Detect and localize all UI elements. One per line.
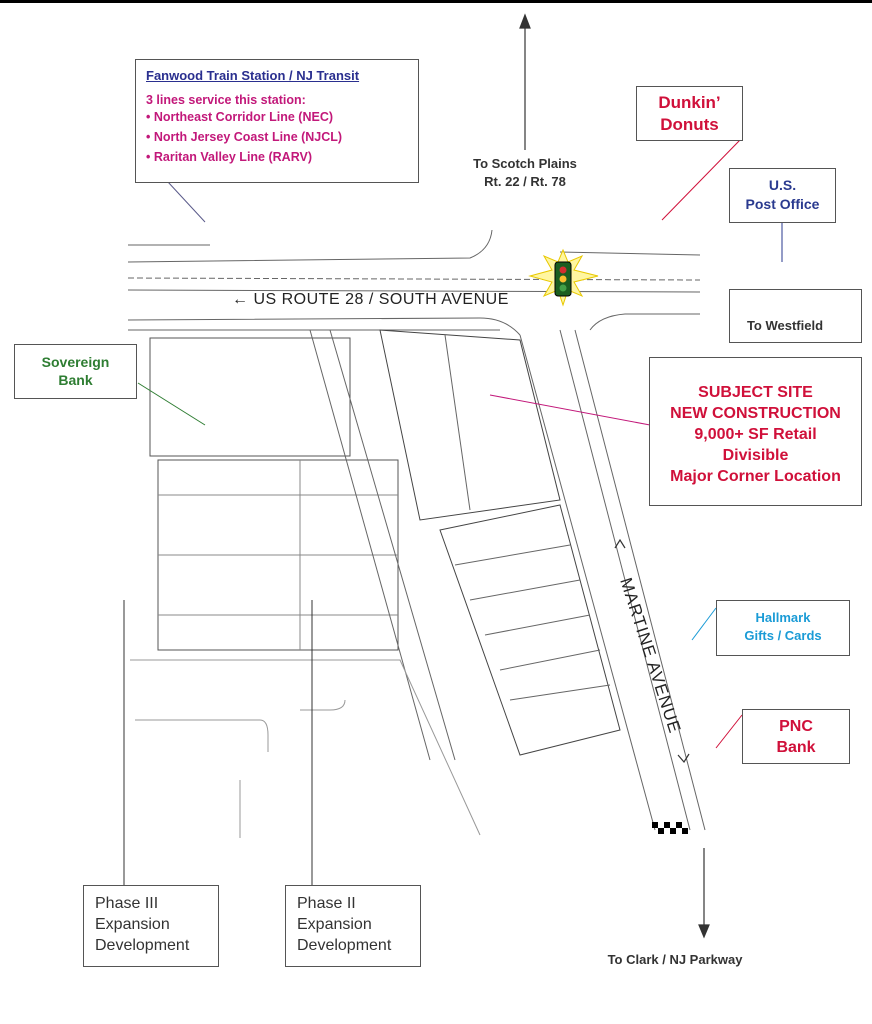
station-callout-line [167, 181, 206, 223]
station-line-item: • North Jersey Coast Line (NJCL) [146, 130, 343, 144]
pnc-bank-box: PNC Bank [742, 709, 850, 764]
post-office-box: U.S. Post Office [729, 168, 836, 223]
north-curb-line [127, 229, 493, 263]
pnc-callout-line [715, 714, 743, 749]
station-lines-list: • Northeast Corridor Line (NEC) • North … [146, 107, 408, 167]
station-info-box: Fanwood Train Station / NJ Transit 3 lin… [135, 59, 419, 183]
station-line-item: • Raritan Valley Line (RARV) [146, 150, 312, 164]
checker-marker [652, 822, 688, 834]
hallmark-callout-line [691, 607, 717, 641]
dunkin-callout-line [661, 139, 741, 221]
north-direction-label: To Scotch Plains Rt. 22 / Rt. 78 [473, 156, 577, 189]
hallmark-box: Hallmark Gifts / Cards [716, 600, 850, 656]
station-subtitle: 3 lines service this station: [146, 93, 306, 107]
station-line-item: • Northeast Corridor Line (NEC) [146, 110, 334, 124]
dunkin-donuts-box: Dunkin’ Donuts [636, 86, 743, 141]
top-border [0, 0, 872, 3]
west-arrow-icon: ← [232, 291, 249, 308]
westfield-label: To Westfield [746, 318, 824, 333]
traffic-light-icon [528, 248, 599, 307]
martine-up-arrow [614, 538, 626, 549]
route-28-label: ← US ROUTE 28 / SOUTH AVENUE [232, 291, 509, 308]
subject-site-box: SUBJECT SITE NEW CONSTRUCTION 9,000+ SF … [649, 357, 862, 506]
phase2-box: Phase II Expansion Development [285, 885, 421, 967]
phase3-box: Phase III Expansion Development [83, 885, 219, 967]
sovereign-bank-box: Sovereign Bank [14, 344, 137, 399]
westfield-box: To Westfield [729, 289, 862, 343]
sovereign-callout-line [137, 382, 206, 426]
subject-callout-line [489, 394, 651, 426]
station-title: Fanwood Train Station / NJ Transit [146, 68, 360, 83]
martine-avenue-label: MARTINE AVENUE [616, 575, 684, 736]
martine-down-arrow [677, 753, 690, 764]
south-direction-label: To Clark / NJ Parkway [607, 952, 743, 967]
